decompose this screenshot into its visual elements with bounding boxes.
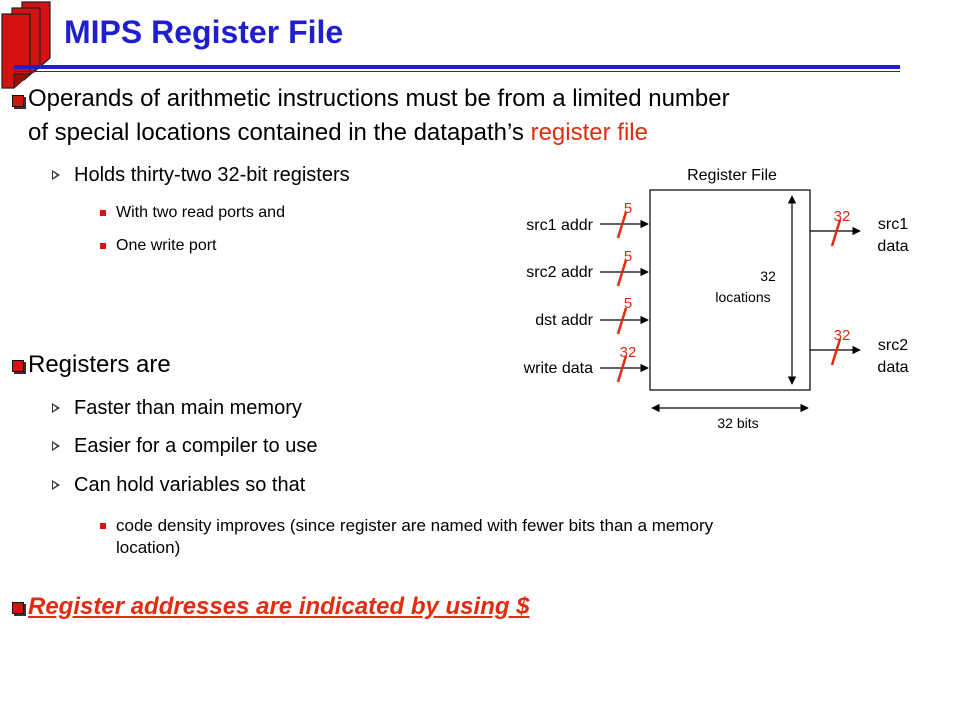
stacked-pages-logo-icon [1, 1, 51, 89]
sub-bullet-arrow-icon [52, 441, 60, 451]
sub-bullet-arrow-icon [52, 170, 60, 180]
src1-data-width: 32 [834, 208, 851, 225]
bullet-square-icon [12, 602, 24, 614]
sub-sub-bullet-write-port: One write port [116, 237, 217, 254]
sub-bullet-variables: Can hold variables so that [74, 474, 306, 496]
src1-data-label-line-2: data [877, 238, 908, 255]
bus-width-slash-icon [616, 307, 628, 335]
depth-unit: locations [715, 289, 770, 305]
src2-addr-label: src2 addr [526, 264, 593, 281]
sub-sub-bullet-icon [100, 243, 106, 249]
sub-sub-bullet-icon [100, 523, 106, 529]
sub-sub-bullet-code-density-line-1: code density improves (since register ar… [116, 516, 714, 535]
src2-data-width: 32 [834, 327, 851, 344]
src1-addr-label: src1 addr [526, 217, 593, 234]
sub-sub-bullet-icon [100, 210, 106, 216]
bullet-1-text: of special locations contained in the da… [28, 119, 531, 146]
register-file-title: Register File [687, 167, 777, 184]
bits-label: 32 bits [717, 415, 758, 431]
src2-data-label-line-1: src2 [878, 337, 908, 354]
src2-addr-width: 5 [624, 248, 632, 265]
sub-sub-bullet-code-density-line-2: location) [116, 538, 181, 557]
bus-width-slash-icon [830, 219, 842, 247]
bus-width-slash-icon [830, 338, 842, 366]
register-file-box [649, 189, 811, 391]
title-divider [14, 65, 900, 69]
register-file-highlight: register file [530, 119, 648, 146]
sub-bullet-arrow-icon [52, 403, 60, 413]
bullet-square-icon [12, 360, 24, 372]
src1-data-label-line-1: src1 [878, 216, 908, 233]
sub-bullet-faster: Faster than main memory [74, 397, 302, 419]
bullet-1-line-2: of special locations contained in the da… [28, 118, 648, 148]
bus-width-slash-icon [616, 355, 628, 383]
dst-addr-width: 5 [624, 295, 632, 312]
title-divider-thin [14, 71, 900, 72]
slide-title: MIPS Register File [64, 14, 344, 50]
write-data-label: write data [523, 360, 593, 377]
sub-bullet-easier: Easier for a compiler to use [74, 435, 318, 457]
bullet-square-icon [12, 95, 24, 107]
depth-count: 32 [760, 268, 776, 284]
sub-sub-bullet-read-ports: With two read ports and [116, 204, 285, 221]
bullet-1-line-1: Operands of arithmetic instructions must… [28, 85, 730, 112]
bullet-3-register-addresses: Register addresses are indicated by usin… [28, 593, 530, 620]
bus-width-slash-icon [616, 211, 628, 239]
bus-width-slash-icon [616, 259, 628, 287]
write-data-width: 32 [620, 344, 637, 361]
bullet-2-text: Registers are [28, 351, 171, 378]
src1-addr-width: 5 [624, 200, 632, 217]
dst-addr-label: dst addr [535, 312, 593, 329]
sub-bullet-arrow-icon [52, 480, 60, 490]
sub-bullet-registers: Holds thirty-two 32-bit registers [74, 164, 350, 186]
src2-data-label-line-2: data [877, 359, 908, 376]
